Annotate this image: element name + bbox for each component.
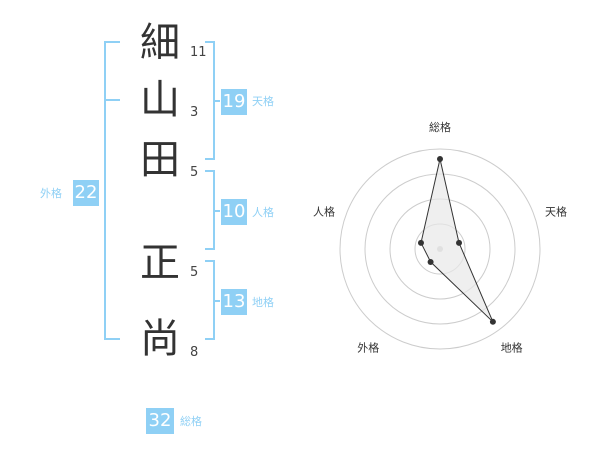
radar-axis-label-4: 外格 [357,341,379,355]
chikaku-label: 地格 [252,296,274,309]
stroke-count-3: 5 [190,165,199,180]
gaikaku-value: 22 [73,180,99,206]
jinkaku-label: 人格 [252,206,274,219]
jinkaku-bracket-tick [215,210,220,212]
radar-point-2 [456,239,463,246]
radar-axis-label-5: 人格 [313,204,335,218]
gaikaku-label: 外格 [40,187,62,200]
tenkaku-bracket [205,41,215,160]
stroke-count-5: 8 [190,345,199,360]
name-char-4: 正 [140,240,180,286]
radar-axis-label-1: 総格 [429,120,451,134]
soukaku-value: 32 [146,408,174,434]
radar-ring [339,148,541,350]
radar-polygon [420,158,494,323]
jinkaku-value: 10 [221,199,247,225]
radar-point-1 [437,156,443,162]
chikaku-bracket-tick [215,300,220,302]
stroke-count-2: 3 [190,105,199,120]
name-char-1: 細 [140,20,180,66]
radar-axis-label-3: 地格 [501,341,523,355]
stroke-count-4: 5 [190,265,199,280]
radar-point-3 [489,318,496,325]
name-char-2: 山 [140,77,180,123]
gaikaku-bracket [104,41,120,340]
tenkaku-bracket-tick [215,100,220,102]
gaikaku-bracket-tick-top [106,99,120,101]
tenkaku-value: 19 [221,89,247,115]
jinkaku-bracket [205,170,215,250]
stroke-count-1: 11 [190,45,207,60]
radar-point-5 [417,239,424,246]
chikaku-bracket [205,260,215,340]
name-char-5: 尚 [140,316,180,362]
chikaku-value: 13 [221,289,247,315]
name-char-3: 田 [140,137,180,183]
radar-axis-label-2: 天格 [545,204,567,218]
tenkaku-label: 天格 [252,95,274,108]
radar-point-4 [427,258,434,265]
soukaku-label: 総格 [180,415,202,428]
